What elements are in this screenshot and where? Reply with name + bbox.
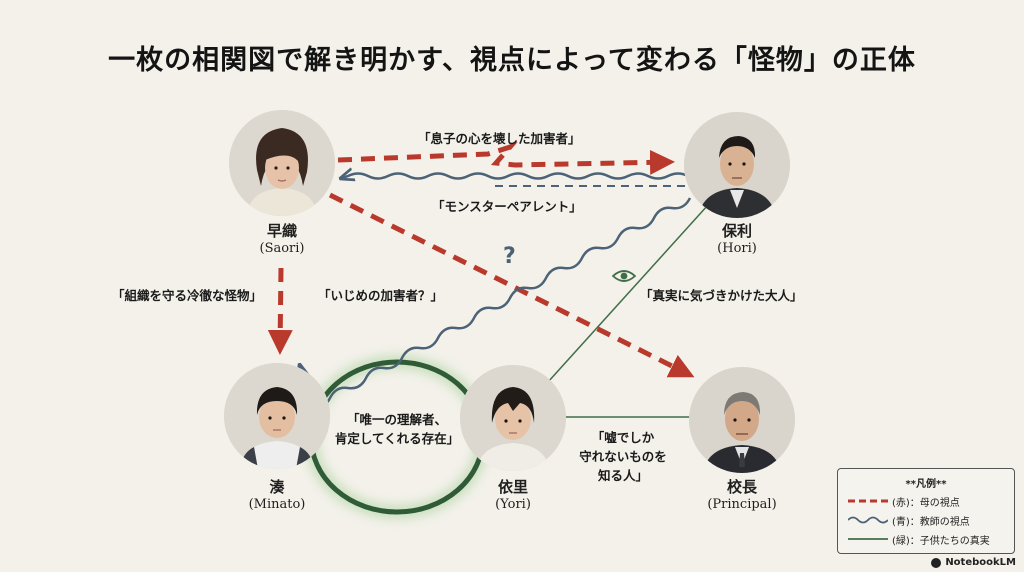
child-portrait-icon: [460, 365, 566, 471]
label-yori-principal: 「嘘でしか 守れないものを 知る人」: [568, 428, 678, 485]
page-title: 一枚の相関図で解き明かす、視点によって変わる「怪物」の正体: [108, 45, 916, 76]
minato-name: 湊: [269, 478, 285, 496]
red-arrow-saori-hori: [337, 141, 675, 175]
woman-portrait-icon: [229, 110, 335, 216]
principal-name: 校長: [726, 478, 757, 496]
label-hori-to-minato: 「いじめの加害者？」: [318, 288, 444, 303]
label-minato-yori-line1: 「唯一の理解者、: [346, 412, 447, 427]
saori-avatar: [229, 110, 335, 216]
notebooklm-label: NotebookLM: [945, 557, 1016, 568]
question-mark: ?: [503, 244, 516, 269]
minato-avatar: [224, 363, 330, 469]
older-man-portrait-icon: [689, 367, 795, 473]
label-yori-principal-line2: 守れないものを: [579, 449, 667, 464]
label-minato-yori-line2: 肯定してくれる存在」: [334, 431, 460, 446]
notebooklm-badge: NotebookLM: [931, 557, 1016, 568]
label-yori-principal-line3: 知る人」: [597, 468, 648, 483]
label-yori-to-hori: 「真実に気づきかけた大人」: [640, 288, 803, 303]
legend: **凡例** (赤)：母の視点 (青)：教師の視点 (緑)：子供たちの真実: [837, 468, 1015, 554]
blue-arrow-hori-minato: [300, 197, 692, 410]
label-hori-to-saori: 「モンスターペアレント」: [432, 199, 582, 214]
legend-red: (赤)：母の視点: [848, 493, 960, 509]
red-dashed-line-icon: [848, 499, 888, 503]
notebooklm-logo-icon: [931, 557, 942, 568]
legend-title: **凡例**: [905, 479, 947, 490]
hori-avatar: [684, 112, 790, 218]
label-saori-to-minato: 「組織を守る冷徹な怪物」: [112, 288, 263, 303]
man-in-suit-portrait-icon: [684, 112, 790, 218]
legend-red-label: (赤)：母の視点: [892, 497, 960, 509]
hori-name: 保利: [721, 222, 752, 240]
principal-romaji: (Principal): [707, 497, 777, 512]
label-yori-principal-line1: 「嘘でしか: [591, 430, 655, 445]
minato-romaji: (Minato): [248, 497, 306, 512]
saori-romaji: (Saori): [259, 241, 305, 256]
yori-romaji: (Yori): [495, 497, 531, 512]
yori-avatar: [460, 365, 566, 471]
legend-blue: (青)：教師の視点: [848, 512, 970, 528]
boy-portrait-icon: [224, 363, 330, 469]
principal-avatar: [689, 367, 795, 473]
green-solid-line-icon: [848, 538, 888, 540]
label-minato-yori: 「唯一の理解者、 肯定してくれる存在」: [332, 410, 462, 448]
legend-green-label: (緑)：子供たちの真実: [892, 535, 990, 547]
blue-arrow-hori-saori: [342, 174, 689, 179]
legend-blue-label: (青)：教師の視点: [892, 516, 970, 528]
green-line-yori-hori: [547, 204, 709, 383]
red-arrow-saori-minato: [267, 267, 293, 355]
red-arrow-saori-principal: [328, 192, 695, 378]
saori-name: 早織: [266, 222, 297, 240]
blue-wavy-line-icon: [848, 516, 888, 524]
hori-romaji: (Hori): [717, 241, 757, 256]
eye-icon: [612, 270, 636, 282]
label-saori-to-hori: 「息子の心を壊した加害者」: [418, 131, 581, 146]
yori-name: 依里: [497, 478, 528, 496]
legend-green: (緑)：子供たちの真実: [848, 531, 990, 547]
